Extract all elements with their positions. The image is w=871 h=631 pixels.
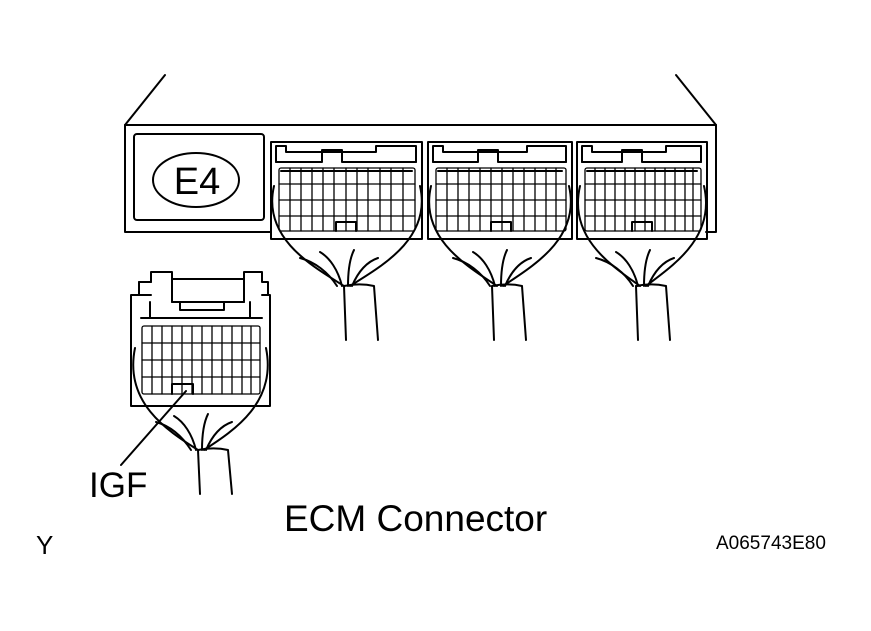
ecm-connector-1 <box>270 141 423 341</box>
igf-pin-label: IGF <box>89 466 148 505</box>
ecm-connector-2 <box>427 141 573 341</box>
loose-connector <box>130 271 271 495</box>
ecm-connector-3-harness <box>577 185 707 341</box>
e4-badge <box>133 133 265 221</box>
corner-mark: Y <box>36 530 54 560</box>
igf-leader-line <box>120 390 187 466</box>
ecm-connector-3-cavities <box>584 167 702 232</box>
ecm-connector-3 <box>576 141 708 341</box>
ecm-connector-2-cavities <box>435 167 567 232</box>
ecm-connector-3-body <box>576 141 708 240</box>
figure-code: A065743E80 <box>716 533 826 554</box>
ecm-connector-1-cavities <box>278 167 416 232</box>
loose-connector-harness <box>132 347 269 495</box>
ecm-housing <box>124 74 717 233</box>
ecm-connector-1-harness <box>271 185 423 341</box>
ecm-connector-2-harness <box>428 185 572 341</box>
ecm-connector-2-body <box>427 141 573 240</box>
connector-id-label: E4 <box>173 161 221 203</box>
diagram-title: ECM Connector <box>284 498 548 539</box>
loose-connector-cavities <box>141 325 261 395</box>
loose-connector-body <box>130 271 271 407</box>
